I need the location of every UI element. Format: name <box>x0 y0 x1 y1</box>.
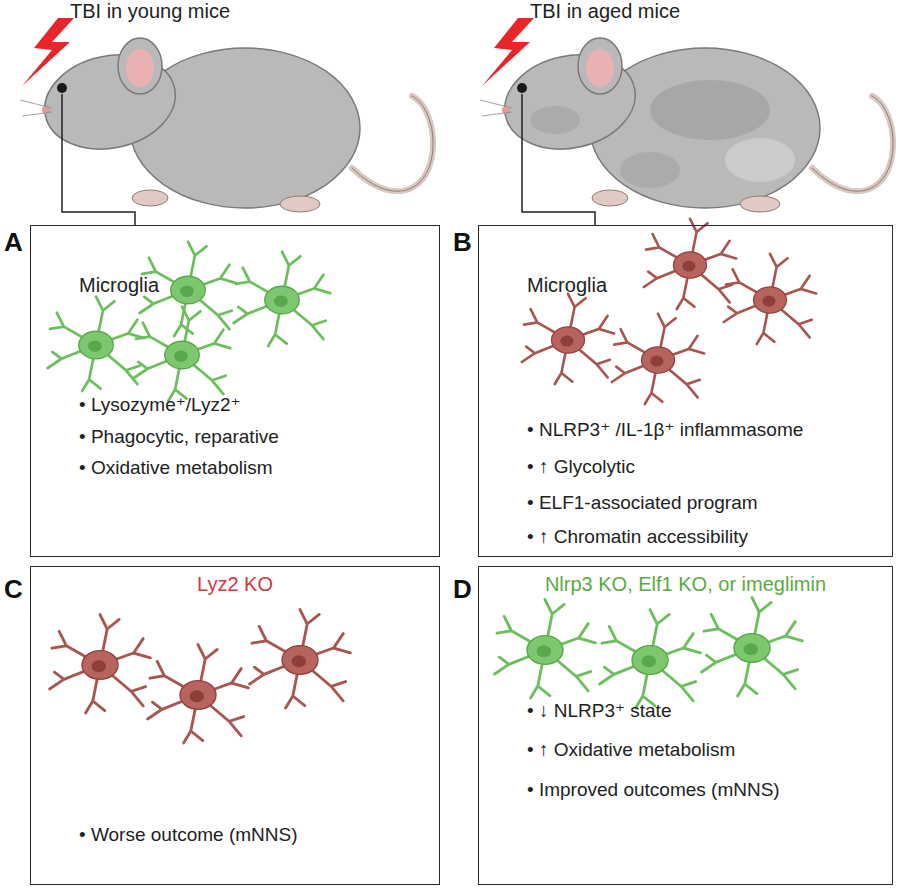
microglia-cell <box>50 615 151 713</box>
leader-line <box>62 94 135 225</box>
microglia-cell <box>522 294 614 384</box>
bullet-text: • Oxidative metabolism <box>79 457 273 479</box>
panel-box: DNlrp3 KO, Elf1 KO, or imeglimin• ↓ NLRP… <box>478 566 893 885</box>
microglia-cell <box>48 297 145 391</box>
bullet-text: • Improved outcomes (mNNS) <box>527 779 780 801</box>
panel-heading: Lyz2 KO <box>31 573 439 596</box>
panel-letter: D <box>453 575 472 605</box>
microglia-cell <box>644 219 736 309</box>
microglia-cell <box>600 610 701 708</box>
bullet-text: • Lysozyme⁺/Lyz2⁺ <box>79 394 241 416</box>
bullet-text: • ↑ Chromatin accessibility <box>527 526 748 548</box>
bullet-text: • ELF1-associated program <box>527 492 758 514</box>
panel-heading: Microglia <box>527 274 607 297</box>
aged-mouse <box>480 38 893 212</box>
bullet-text: • Worse outcome (mNNS) <box>79 824 298 846</box>
panel-heading: Microglia <box>79 274 159 297</box>
bullet-text: • ↑ Glycolytic <box>527 456 635 478</box>
bullet-text: • Phagocytic, reparative <box>79 426 279 448</box>
bullet-text: • NLRP3⁺ /IL-1β⁺ inflammasome <box>527 419 803 441</box>
panel-letter: A <box>4 228 23 258</box>
microglia-cell <box>134 307 231 401</box>
microglia-cell <box>495 600 596 698</box>
young-mouse <box>20 38 433 212</box>
panel-letter: C <box>4 575 23 605</box>
panel-box: BMicroglia• NLRP3⁺ /IL-1β⁺ inflammasome•… <box>478 225 893 557</box>
microglia-cell <box>612 314 704 404</box>
panel-heading: Nlrp3 KO, Elf1 KO, or imeglimin <box>479 573 892 596</box>
figure-label: TBI in aged mice <box>530 0 680 23</box>
figure-label: TBI in young mice <box>70 0 230 23</box>
microglia-cell <box>234 252 331 346</box>
bullet-text: • ↑ Oxidative metabolism <box>527 739 735 761</box>
microglia-cell <box>148 645 249 743</box>
bullet-text: • ↓ NLRP3⁺ state <box>527 700 671 722</box>
microglia-cell <box>702 598 803 696</box>
microglia-cell <box>250 610 351 708</box>
panel-box: AMicroglia• Lysozyme⁺/Lyz2⁺• Phagocytic,… <box>30 225 440 557</box>
microglia-cell <box>724 254 816 344</box>
panel-letter: B <box>453 228 472 258</box>
panel-box: CLyz2 KO• Worse outcome (mNNS) <box>30 566 440 885</box>
leader-line <box>522 94 595 225</box>
